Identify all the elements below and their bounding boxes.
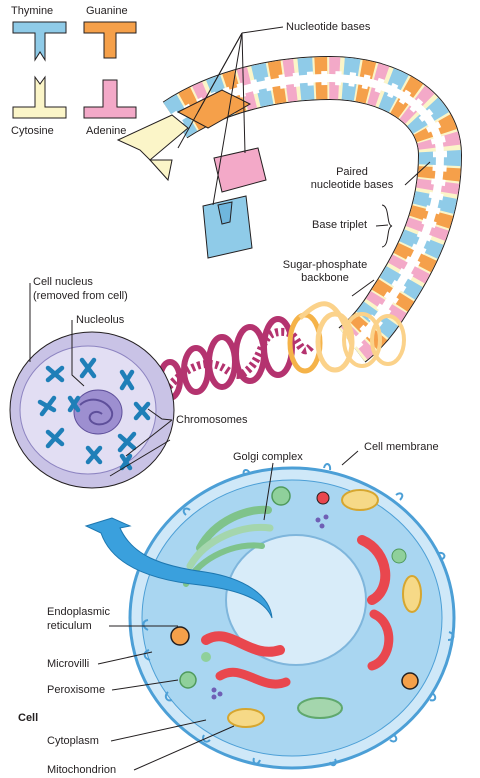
nucleus-arrow [84, 517, 273, 619]
microvilli-label: Microvilli [47, 658, 90, 670]
golgi-complex-label: Golgi complex [233, 451, 303, 463]
dna-ribbon [162, 55, 463, 363]
thymine-block-notch [217, 201, 233, 225]
cell-membrane-label: Cell membrane [364, 441, 439, 453]
thymine-block [202, 195, 253, 259]
guanine-label: Guanine [86, 5, 128, 17]
legend-glyphs [12, 21, 137, 119]
cell [128, 463, 456, 770]
coiled-helix [157, 301, 406, 401]
peroxisome-label: Peroxisome [47, 684, 106, 696]
base-triplet-label: Base triplet [312, 219, 368, 231]
cytosine-block [116, 114, 189, 161]
cell-label: Cell [18, 712, 39, 724]
guanine-block [176, 89, 252, 129]
nucleolus-label: Nucleolus [76, 314, 125, 326]
mitochondrion-label: Mitochondrion [47, 764, 117, 776]
paired-label-2: nucleotide bases [310, 179, 394, 191]
nucleotide-bases-label: Nucleotide bases [286, 21, 371, 33]
chromosomes [37, 357, 151, 471]
er-label-2: reticulum [47, 620, 92, 632]
dna-ribbon-core [172, 73, 445, 349]
er-label-1: Endoplasmic [47, 606, 110, 618]
thymine-label: Thymine [11, 5, 54, 17]
cytosine-block-tip [148, 159, 173, 182]
cell-nucleus-label-1: Cell nucleus [33, 276, 93, 288]
adenine-block [213, 147, 267, 193]
cytoplasm-label: Cytoplasm [47, 735, 99, 747]
adenine-glyph [83, 79, 137, 119]
thymine-glyph [12, 21, 67, 62]
cytosine-glyph [12, 75, 67, 119]
leader-lines [29, 26, 431, 771]
backbone-label-1: Sugar-phosphate [282, 259, 368, 271]
adenine-label: Adenine [86, 125, 127, 137]
chromosomes-label: Chromosomes [176, 414, 248, 426]
backbone-label-2: backbone [301, 272, 349, 284]
nucleotide-blocks [116, 89, 267, 259]
guanine-glyph [83, 21, 137, 59]
cell-nucleus-label-2: (removed from cell) [33, 290, 128, 302]
cytosine-label: Cytosine [11, 125, 54, 137]
paired-label-1: Paired [336, 166, 368, 178]
